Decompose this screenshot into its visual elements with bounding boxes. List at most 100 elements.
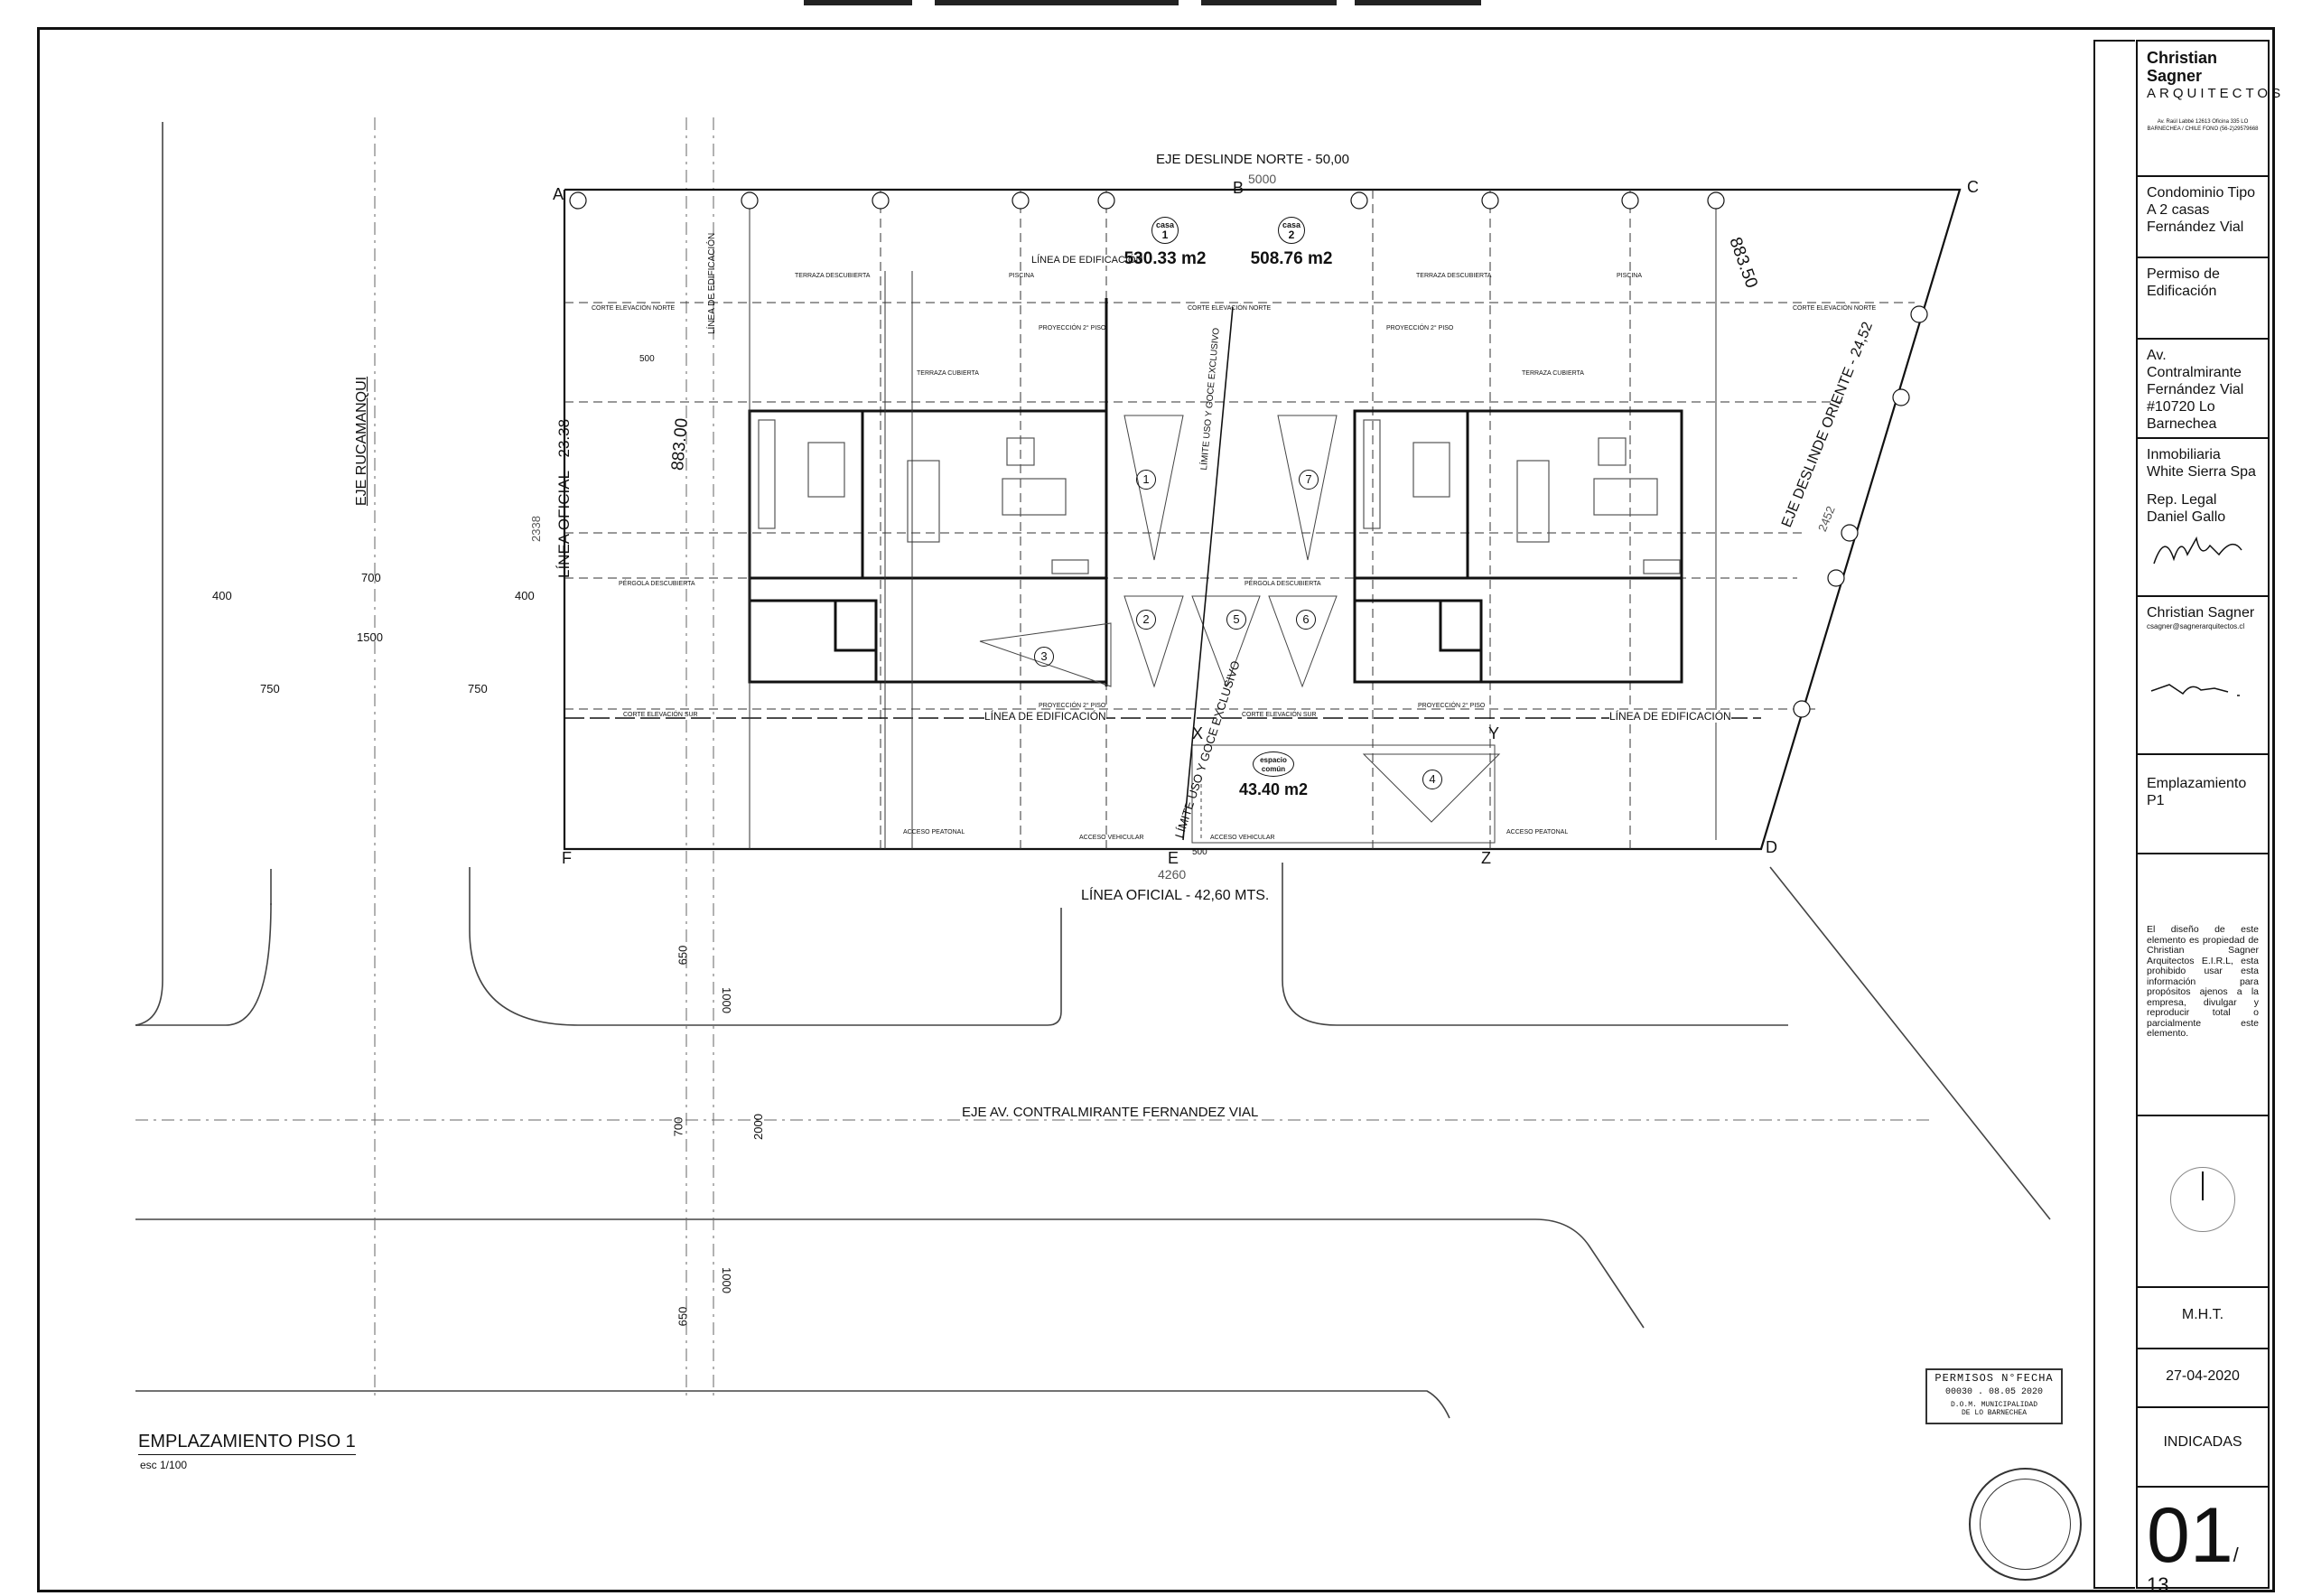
dimension-label: 500	[639, 354, 655, 364]
architect-cell: Christian Sagner csagner@sagnerarquitect…	[2138, 597, 2268, 755]
terrace-label: TERRAZA DESCUBIERTA	[795, 273, 871, 279]
dimension-label: 1000	[719, 1267, 733, 1293]
scan-mark	[1201, 0, 1337, 5]
building-line-label: LÍNEA DE EDIFICACIÓN	[984, 710, 1106, 723]
section-south-label: CORTE ELEVACIÓN SUR	[1242, 712, 1317, 718]
sheet-number-cell: 01/ 13	[2138, 1488, 2268, 1595]
section-north-label: CORTE ELEVACIÓN NORTE	[1793, 305, 1877, 312]
parking-1: 1	[1136, 470, 1156, 490]
point-z: Z	[1481, 849, 1491, 867]
sheet-number: 01	[2147, 1492, 2233, 1579]
section-lines	[749, 194, 1717, 849]
section-north-label: CORTE ELEVACIÓN NORTE	[592, 305, 676, 312]
sheet-total: / 13	[2147, 1544, 2239, 1596]
section-north-label: CORTE ELEVACIÓN NORTE	[1188, 305, 1272, 312]
vehicle-access-label: ACCESO VEHICULAR	[1079, 835, 1144, 841]
north-dim-label: 5000	[1248, 172, 1277, 186]
date-cell: 27-04-2020	[2138, 1349, 2268, 1408]
dimension-label: 1000	[719, 987, 733, 1013]
south-line-label: LÍNEA OFICIAL - 42,60 MTS.	[1081, 888, 1270, 903]
dimension-label: 750	[468, 682, 488, 695]
firm-address: Av. Raúl Labbé 12613 Oficina 335 LO BARN…	[2147, 119, 2259, 132]
site-plan	[135, 117, 2051, 1419]
street-south-label: EJE AV. CONTRALMIRANTE FERNANDEZ VIAL	[962, 1105, 1259, 1120]
scale-cell: INDICADAS	[2138, 1408, 2268, 1488]
parking-area	[979, 415, 1501, 844]
pedestrian-access-label: ACCESO PEATONAL	[903, 829, 965, 835]
drawn-by-cell: M.H.T.	[2138, 1288, 2268, 1349]
unit-2-area: 508.76 m2	[1250, 249, 1333, 268]
terrace-label: TERRAZA CUBIERTA	[917, 370, 979, 377]
point-d: D	[1766, 838, 1777, 856]
title-block: Christian Sagner ARQUITECTOS Av. Raúl La…	[2136, 40, 2280, 1595]
parking-4: 4	[1422, 770, 1442, 789]
point-c: C	[1967, 178, 1979, 196]
building-line-label: LÍNEA DE EDIFICACIÓN	[1609, 710, 1731, 723]
stamp-line: 00030 . 08.05 2020	[1944, 1387, 2044, 1397]
stamp-line: D.O.M. MUNICIPALIDAD	[1950, 1401, 2037, 1409]
west-dim-label: 2338	[529, 516, 543, 542]
dimension-label: 500	[1192, 847, 1207, 857]
projection-label: PROYECCIÓN 2° PISO	[1386, 325, 1454, 331]
unit-1-circle: casa 1	[1151, 217, 1179, 244]
axis-lines	[135, 117, 1933, 1395]
unit-1-number: 1	[1161, 229, 1169, 241]
title-block-strip	[2093, 40, 2135, 1589]
unit-1-area: 530.33 m2	[1123, 249, 1207, 268]
reference-circles	[569, 191, 1928, 718]
dimension-label: 650	[676, 945, 690, 966]
dimension-label: 700	[671, 1116, 685, 1137]
owner-cell: Inmobiliaria White Sierra Spa Rep. Legal…	[2138, 439, 2268, 597]
north-boundary-label: EJE DESLINDE NORTE - 50,00	[1156, 152, 1349, 167]
legal-rep: Rep. Legal Daniel Gallo	[2147, 492, 2226, 525]
dimension-label: 650	[676, 1306, 690, 1327]
dimension-label: 2000	[750, 1114, 765, 1140]
seal-icon	[1969, 1468, 2082, 1581]
parking-5: 5	[1226, 610, 1246, 630]
project-cell: Condominio Tipo A 2 casas Fernández Vial	[2138, 177, 2268, 258]
drawing-date: 27-04-2020	[2166, 1368, 2240, 1384]
unit-1-label: casa	[1155, 220, 1175, 229]
project-name: Condominio Tipo A 2 casas Fernández Vial	[2147, 185, 2256, 235]
sheet-frame	[37, 27, 2275, 1592]
scan-mark	[804, 0, 912, 5]
address-cell: Av. Contralmirante Fernández Vial #10720…	[2138, 340, 2268, 439]
drawing-scale: esc 1/100	[140, 1459, 188, 1471]
copyright-text: El diseño de este elemento es propiedad …	[2147, 924, 2259, 1039]
dimension-label: 700	[361, 571, 381, 584]
parking-3: 3	[1034, 647, 1054, 667]
project-address: Av. Contralmirante Fernández Vial #10720…	[2147, 348, 2244, 432]
dimension-label: 400	[515, 589, 535, 602]
terrace-label: TERRAZA DESCUBIERTA	[1416, 273, 1492, 279]
street-curbs	[135, 122, 2051, 1419]
parking-7: 7	[1299, 470, 1319, 490]
dimension-label: 1500	[357, 630, 383, 644]
common-area-badge: espacio común 43.40 m2	[1219, 751, 1328, 799]
house-1	[748, 298, 1108, 686]
unit-2-circle: casa 2	[1278, 217, 1305, 244]
site-boundary	[563, 188, 1962, 851]
firm-name: Christian Sagner	[2147, 49, 2218, 85]
drawing-scale-value: INDICADAS	[2163, 1434, 2242, 1450]
owner-name: Inmobiliaria White Sierra Spa	[2147, 447, 2256, 480]
stamp-line: PERMISOS N°FECHA	[1934, 1372, 2054, 1385]
pergola-label: PÉRGOLA DESCUBIERTA	[1245, 581, 1321, 587]
unit-1-badge: casa 1 530.33 m2	[1111, 217, 1219, 269]
north-arrow-icon	[2170, 1167, 2235, 1232]
permit-type: Permiso de Edificación	[2147, 266, 2220, 299]
scan-mark	[1355, 0, 1481, 5]
sheet-name-cell: Emplazamiento P1	[2138, 755, 2268, 854]
permit-cell: Permiso de Edificación	[2138, 258, 2268, 340]
section-south-label: CORTE ELEVACIÓN SUR	[623, 712, 698, 718]
projection-label: PROYECCIÓN 2° PISO	[1039, 325, 1106, 331]
point-b: B	[1233, 179, 1245, 197]
parking-6: 6	[1296, 610, 1316, 630]
unit-2-label: casa	[1282, 220, 1301, 229]
point-x: X	[1192, 724, 1204, 742]
sheet-name: Emplazamiento P1	[2147, 776, 2247, 808]
permit-stamp: PERMISOS N°FECHA 00030 . 08.05 2020 D.O.…	[1925, 1368, 2063, 1424]
dimension-label: 750	[260, 682, 280, 695]
point-e: E	[1168, 849, 1179, 867]
drawn-by: M.H.T.	[2181, 1307, 2224, 1322]
pool-label: PISCINA	[1617, 273, 1643, 279]
